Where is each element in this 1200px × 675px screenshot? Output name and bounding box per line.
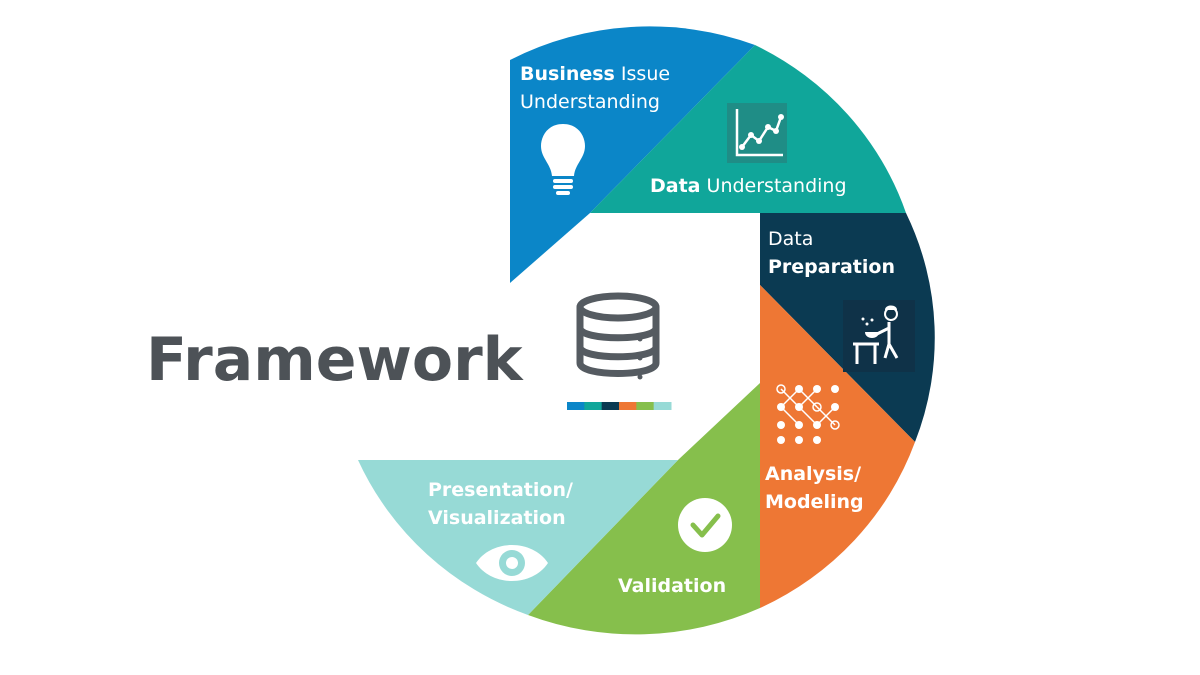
data-understanding-label-normal: Understanding: [701, 175, 847, 197]
business-label-bold: Business: [520, 63, 615, 85]
eye-icon: [476, 545, 548, 581]
validation-label: Validation: [618, 575, 726, 597]
database-icon: [576, 292, 660, 380]
chef-icon: [843, 300, 915, 372]
business-label-line2: Understanding: [520, 91, 660, 113]
center-bar-swatch: [584, 402, 603, 410]
center-bar-swatch: [619, 402, 637, 410]
data-understanding-label: Data Understanding: [650, 175, 847, 197]
preparation-label-bold: Preparation: [768, 256, 895, 278]
segment-presentation-visualization: [358, 460, 678, 615]
center-bar-swatch: [636, 402, 655, 410]
line-chart-icon: [727, 103, 787, 163]
center-bar-swatch: [653, 402, 672, 410]
framework-title: Framework: [146, 325, 525, 395]
center-bar-swatch: [601, 402, 620, 410]
business-label-normal: Issue: [615, 63, 670, 85]
segment-data-preparation: [690, 213, 935, 442]
analysis-label-line1: Analysis/: [765, 463, 861, 485]
checkmark-icon: [678, 498, 732, 552]
analysis-label-line2: Modeling: [765, 491, 864, 513]
presentation-label-line1: Presentation/: [428, 479, 573, 501]
center-bar-swatch: [567, 402, 585, 410]
segment-analysis-modeling: [760, 285, 915, 608]
network-nodes-icon: [776, 384, 840, 444]
segment-validation: [528, 383, 760, 635]
segment-business-issue-understanding: [510, 26, 755, 284]
wheel: [358, 26, 935, 635]
data-understanding-label-bold: Data: [650, 175, 701, 197]
preparation-label-line1: Data: [768, 228, 813, 250]
business-label-line1: Business Issue: [520, 63, 670, 85]
center-color-bar: [567, 402, 672, 410]
lightbulb-icon: [541, 124, 585, 195]
presentation-label-line2: Visualization: [428, 507, 566, 529]
